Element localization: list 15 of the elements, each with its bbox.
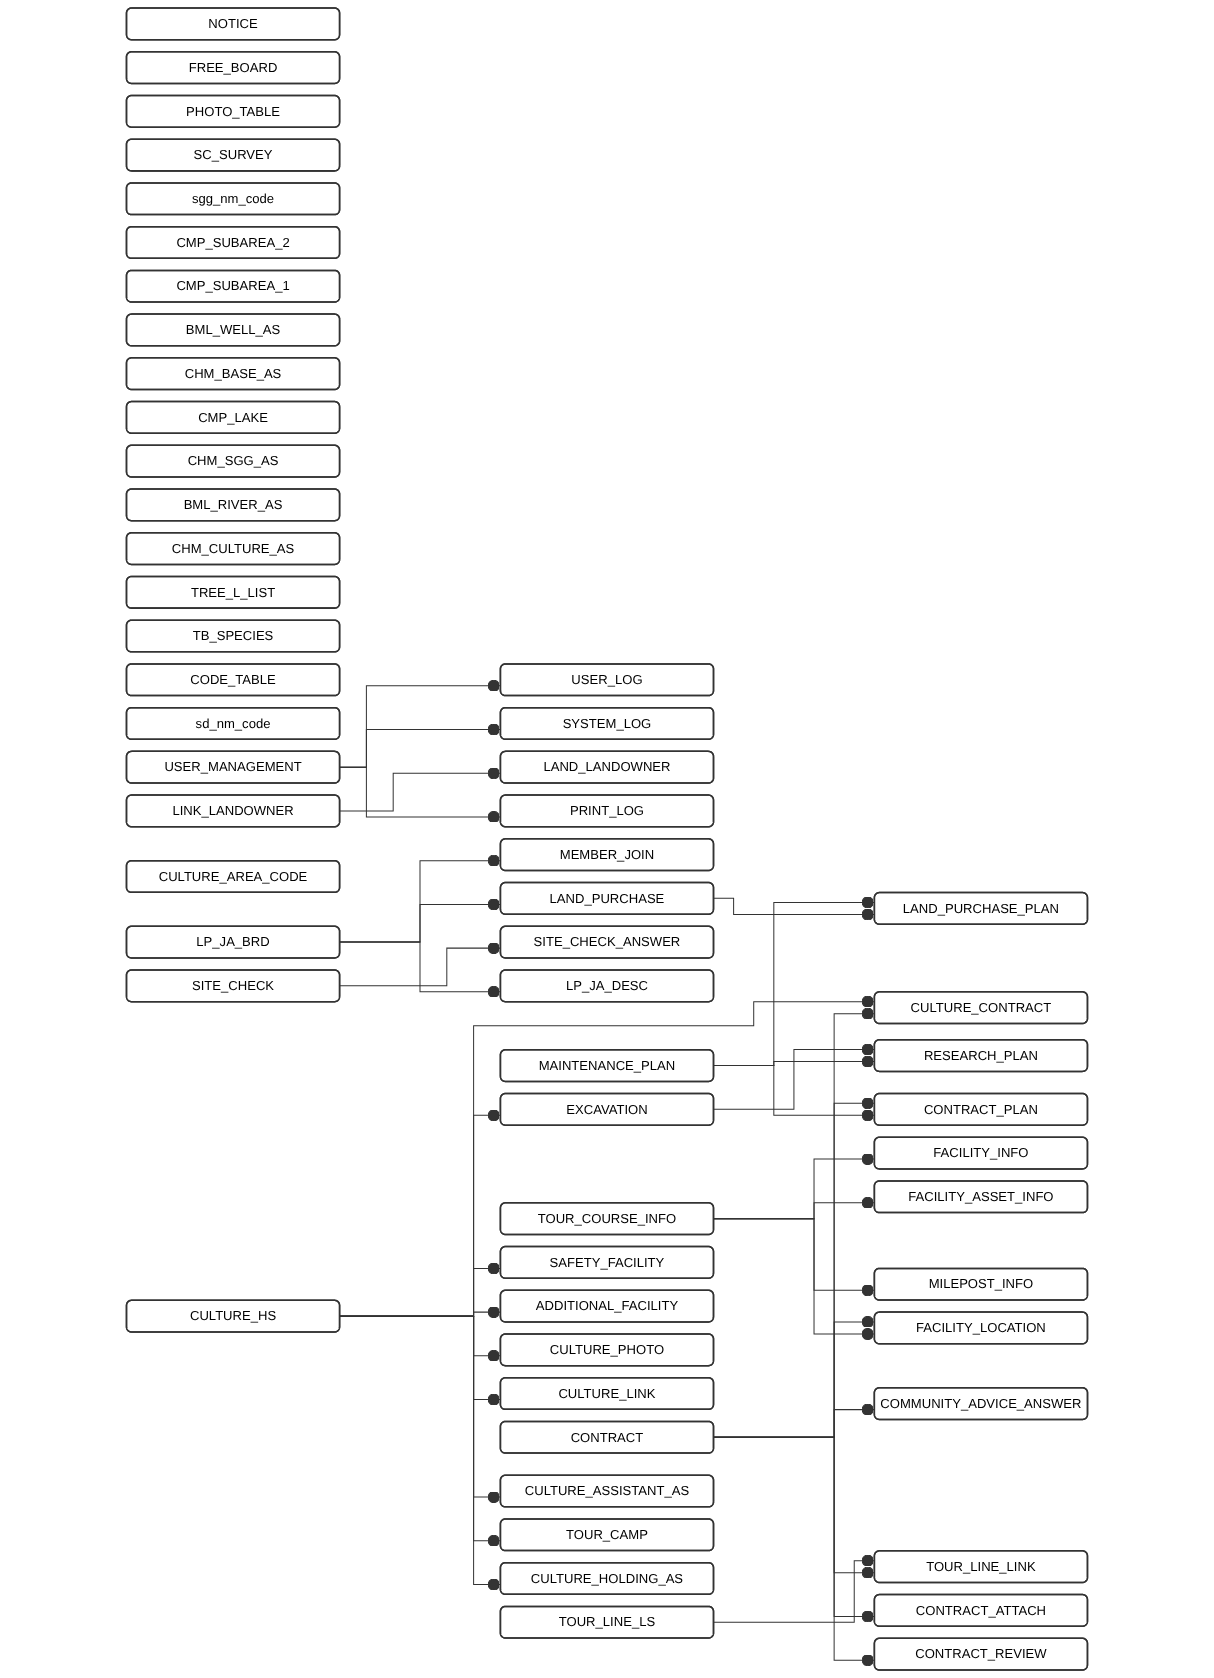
connector <box>713 1043 875 1110</box>
connector <box>713 1007 875 1438</box>
connector <box>339 1109 501 1317</box>
connector <box>339 766 501 824</box>
connector <box>713 1436 875 1667</box>
connector <box>713 1218 875 1341</box>
connector <box>713 1554 875 1623</box>
connector <box>713 896 875 1067</box>
connector <box>339 941 501 998</box>
connector <box>713 1097 875 1438</box>
connector <box>339 767 501 812</box>
connector <box>713 897 875 921</box>
connector <box>339 942 501 987</box>
connector <box>713 1065 875 1122</box>
connector <box>339 995 875 1317</box>
